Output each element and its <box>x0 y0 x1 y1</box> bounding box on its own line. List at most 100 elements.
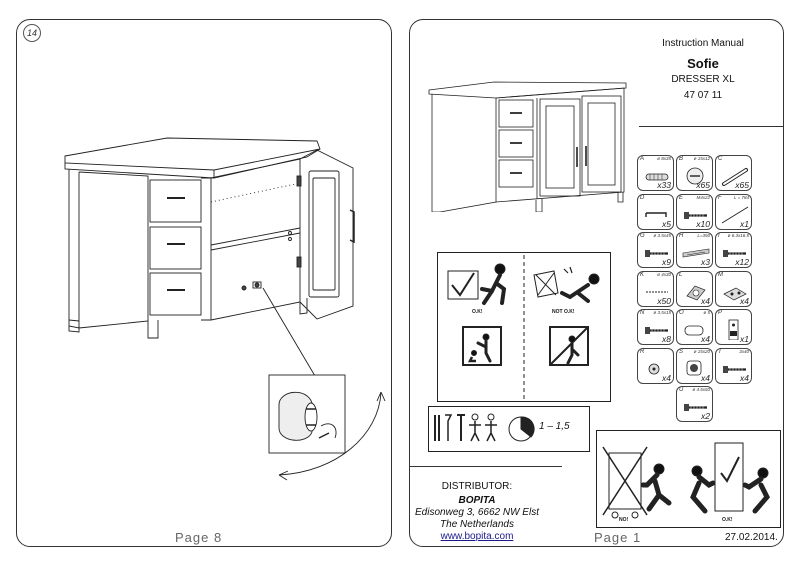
people-count: 1 – 1,5 <box>539 421 570 432</box>
part-quantity: x65 <box>696 180 710 190</box>
part-letter: C <box>718 156 723 162</box>
part-e: E M4x22 x10 <box>676 193 713 230</box>
part-spec: M4x22 <box>696 194 710 200</box>
part-letter: L <box>679 271 683 278</box>
rod-icon <box>721 206 749 223</box>
part-quantity: x5 <box>662 218 671 229</box>
handle-icon <box>645 211 667 217</box>
distributor-divider <box>410 466 562 467</box>
part-letter: M <box>718 271 723 278</box>
product-type: DRESSER XL <box>671 74 735 85</box>
safety-warning-panel: O.K! NOT O.K! <box>437 252 611 402</box>
distributor-name: BOPITA <box>458 495 496 506</box>
part-quantity: x65 <box>735 180 749 190</box>
screw-icon <box>645 327 668 334</box>
part-quantity: x4 <box>740 295 749 306</box>
part-quantity: x3 <box>701 257 710 267</box>
part-quantity: x12 <box>735 257 749 267</box>
distributor-country: The Netherlands <box>440 519 514 530</box>
part-letter: A <box>640 156 645 162</box>
part-spec: ø 4.5x50 <box>692 387 710 392</box>
ok-move-label: O.K! <box>722 517 733 523</box>
screw-icon <box>684 211 707 219</box>
drawer-runner-icon <box>682 248 710 258</box>
manual-title: Instruction Manual <box>662 38 744 49</box>
article-number: 47 07 11 <box>683 90 723 101</box>
part-quantity: x8 <box>662 334 671 344</box>
distributor-address: Edisonweg 3, 6662 NW Elst <box>415 507 539 518</box>
part-spec: L = 784 <box>733 194 749 200</box>
tools-panel: 1 – 1,5 <box>428 406 590 452</box>
dresser-closed-illustration <box>428 81 627 212</box>
cam-bolt-icon <box>722 168 748 186</box>
door-stop-icon <box>686 360 702 375</box>
part-quantity: x2 <box>701 411 710 421</box>
part-letter: H <box>679 233 684 239</box>
part-letter: I <box>718 233 720 239</box>
part-quantity: x4 <box>701 295 710 306</box>
part-letter: E <box>679 194 684 201</box>
part-quantity: x1 <box>740 334 749 344</box>
part-spec: ø 15x12 <box>693 156 710 161</box>
part-spec: ø 8x35 <box>657 156 671 161</box>
foot-pad-icon <box>648 363 660 374</box>
part-h: H L=350 x3 <box>676 232 713 268</box>
cam-lock-icon <box>686 167 704 185</box>
right-page: Instruction Manual Sofie DRESSER XL 47 0… <box>409 19 784 547</box>
cap-icon <box>684 325 704 336</box>
part-letter: N <box>640 310 645 316</box>
not-ok-label: NOT O.K! <box>552 309 575 315</box>
part-letter: P <box>718 310 723 316</box>
part-letter: R <box>640 348 645 355</box>
no-label: NO! <box>619 517 629 523</box>
distributor-website[interactable]: www.bopita.com <box>440 531 514 542</box>
part-spec: L=350 <box>697 233 710 238</box>
part-spec: ø 5 <box>703 310 710 315</box>
dowel-icon <box>645 173 669 181</box>
part-spec: ø 3.5x15 <box>653 310 671 315</box>
part-letter: G <box>640 233 645 239</box>
part-spec: ø 3.5x45 <box>653 233 671 238</box>
wall-bracket-icon <box>728 319 739 340</box>
page-number-left: Page 8 <box>175 530 223 545</box>
part-spec: ø 15x20 <box>693 348 710 354</box>
screw-icon <box>723 250 746 257</box>
safety-illustrations <box>447 255 600 399</box>
part-quantity: x50 <box>657 295 671 306</box>
part-letter: D <box>640 194 645 201</box>
part-quantity: x9 <box>662 257 671 267</box>
part-letter: T <box>718 348 722 355</box>
tools-icons <box>434 413 535 442</box>
moving-illustrations <box>602 442 770 519</box>
part-quantity: x33 <box>657 180 671 190</box>
left-page: 14 <box>16 19 392 547</box>
part-letter: S <box>679 348 684 355</box>
part-quantity: x4 <box>701 372 710 383</box>
screw-icon <box>684 404 707 411</box>
part-letter: U <box>679 387 684 393</box>
part-letter: B <box>679 156 684 162</box>
distributor-heading: DISTRIBUTOR: <box>441 481 513 492</box>
part-letter: F <box>718 194 722 201</box>
hinge-icon <box>686 285 706 300</box>
part-quantity: x4 <box>740 372 749 383</box>
part-letter: K <box>640 271 645 278</box>
part-quantity: x4 <box>662 372 671 383</box>
part-quantity: x10 <box>696 218 710 229</box>
publication-date: 27.02.2014. <box>725 532 778 543</box>
